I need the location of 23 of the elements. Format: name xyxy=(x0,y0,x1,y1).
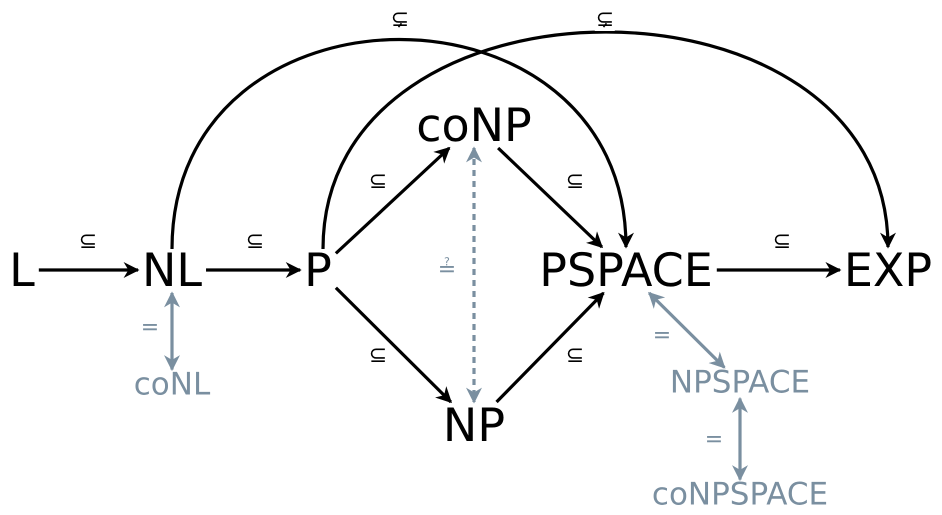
arrow xyxy=(334,146,450,255)
arrow xyxy=(38,262,140,278)
arrow xyxy=(495,292,605,404)
arrow xyxy=(648,292,726,369)
curved-arrow xyxy=(170,38,632,250)
curved-arrow xyxy=(321,30,894,250)
class-label: coNL xyxy=(134,370,210,400)
class-label: NL xyxy=(142,247,202,293)
class-label: P xyxy=(304,247,332,293)
class-label: L xyxy=(9,247,35,293)
arrow xyxy=(732,396,748,482)
arrow xyxy=(164,291,180,372)
arrow xyxy=(206,262,302,278)
arrow xyxy=(497,146,604,248)
class-label: coNPSPACE xyxy=(652,480,828,510)
class-label: coNP xyxy=(416,102,532,148)
class-label: PSPACE xyxy=(539,247,713,293)
class-label: EXP xyxy=(844,247,932,293)
class-label: NPSPACE xyxy=(670,368,810,398)
arrow xyxy=(716,262,842,278)
class-label: NP xyxy=(442,402,506,448)
arrow xyxy=(334,286,452,404)
arrow xyxy=(466,146,482,404)
